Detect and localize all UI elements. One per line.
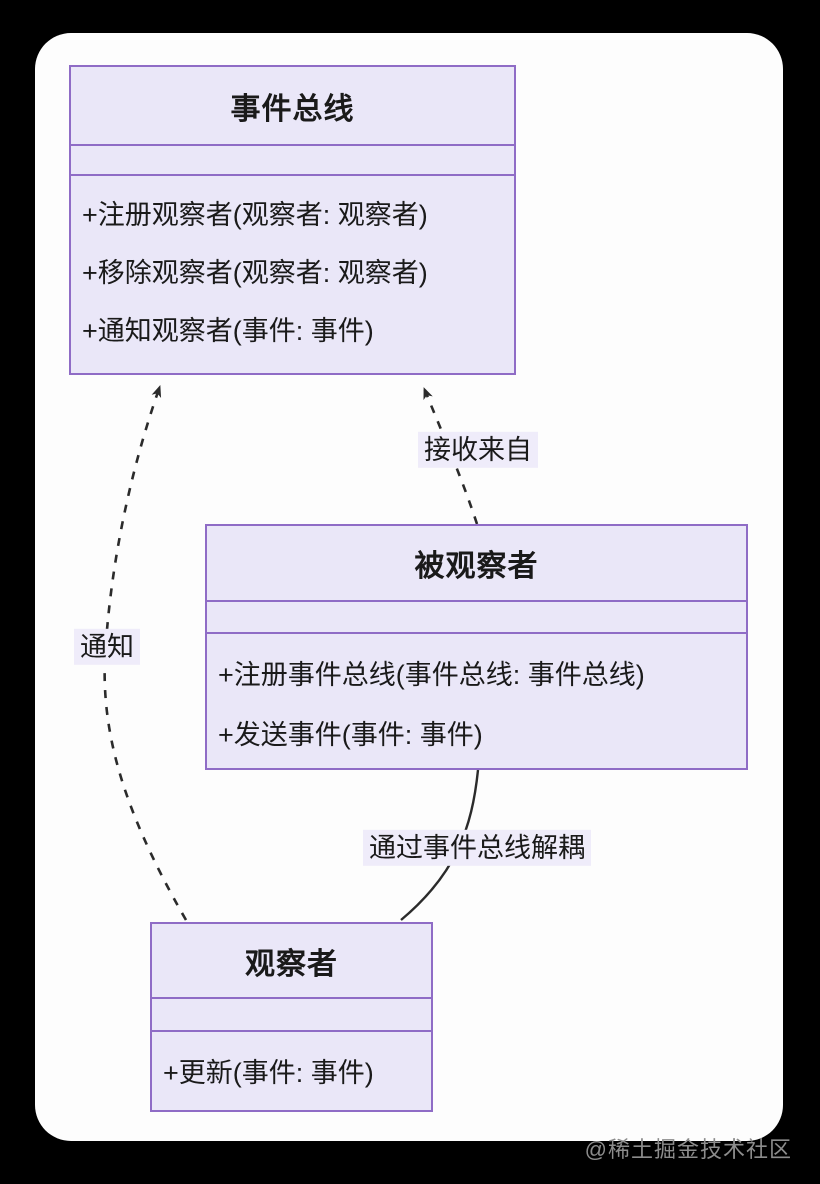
method-remove-observer: +移除观察者(观察者: 观察者): [82, 258, 428, 288]
edge-label-notify: 通知: [74, 628, 140, 666]
method-register-event-bus: +注册事件总线(事件总线: 事件总线): [218, 660, 645, 690]
class-event-bus: 事件总线 +注册观察者(观察者: 观察者) +移除观察者(观察者: 观察者) +…: [69, 65, 516, 375]
edge-label-receive-from: 接收来自: [418, 431, 538, 469]
watermark: @稀土掘金技术社区: [584, 1137, 792, 1162]
method-update: +更新(事件: 事件): [163, 1058, 374, 1088]
class-event-bus-methods: +注册观察者(观察者: 观察者) +移除观察者(观察者: 观察者) +通知观察者…: [71, 176, 514, 360]
class-observable: 被观察者 +注册事件总线(事件总线: 事件总线) +发送事件(事件: 事件): [205, 524, 748, 770]
class-observable-methods: +注册事件总线(事件总线: 事件总线) +发送事件(事件: 事件): [207, 634, 746, 765]
class-observable-title: 被观察者: [207, 526, 746, 602]
edge-label-decouple: 通过事件总线解耦: [363, 829, 591, 867]
class-event-bus-attributes-empty: [71, 146, 514, 176]
method-send-event: +发送事件(事件: 事件): [218, 720, 483, 750]
class-observer-title: 观察者: [152, 924, 431, 999]
method-notify-observer: +通知观察者(事件: 事件): [82, 316, 374, 346]
class-observable-attributes-empty: [207, 602, 746, 634]
class-observer: 观察者 +更新(事件: 事件): [150, 922, 433, 1112]
class-observer-methods: +更新(事件: 事件): [152, 1032, 431, 1102]
class-observer-attributes-empty: [152, 999, 431, 1032]
class-event-bus-title: 事件总线: [71, 67, 514, 146]
method-register-observer: +注册观察者(观察者: 观察者): [82, 200, 428, 230]
